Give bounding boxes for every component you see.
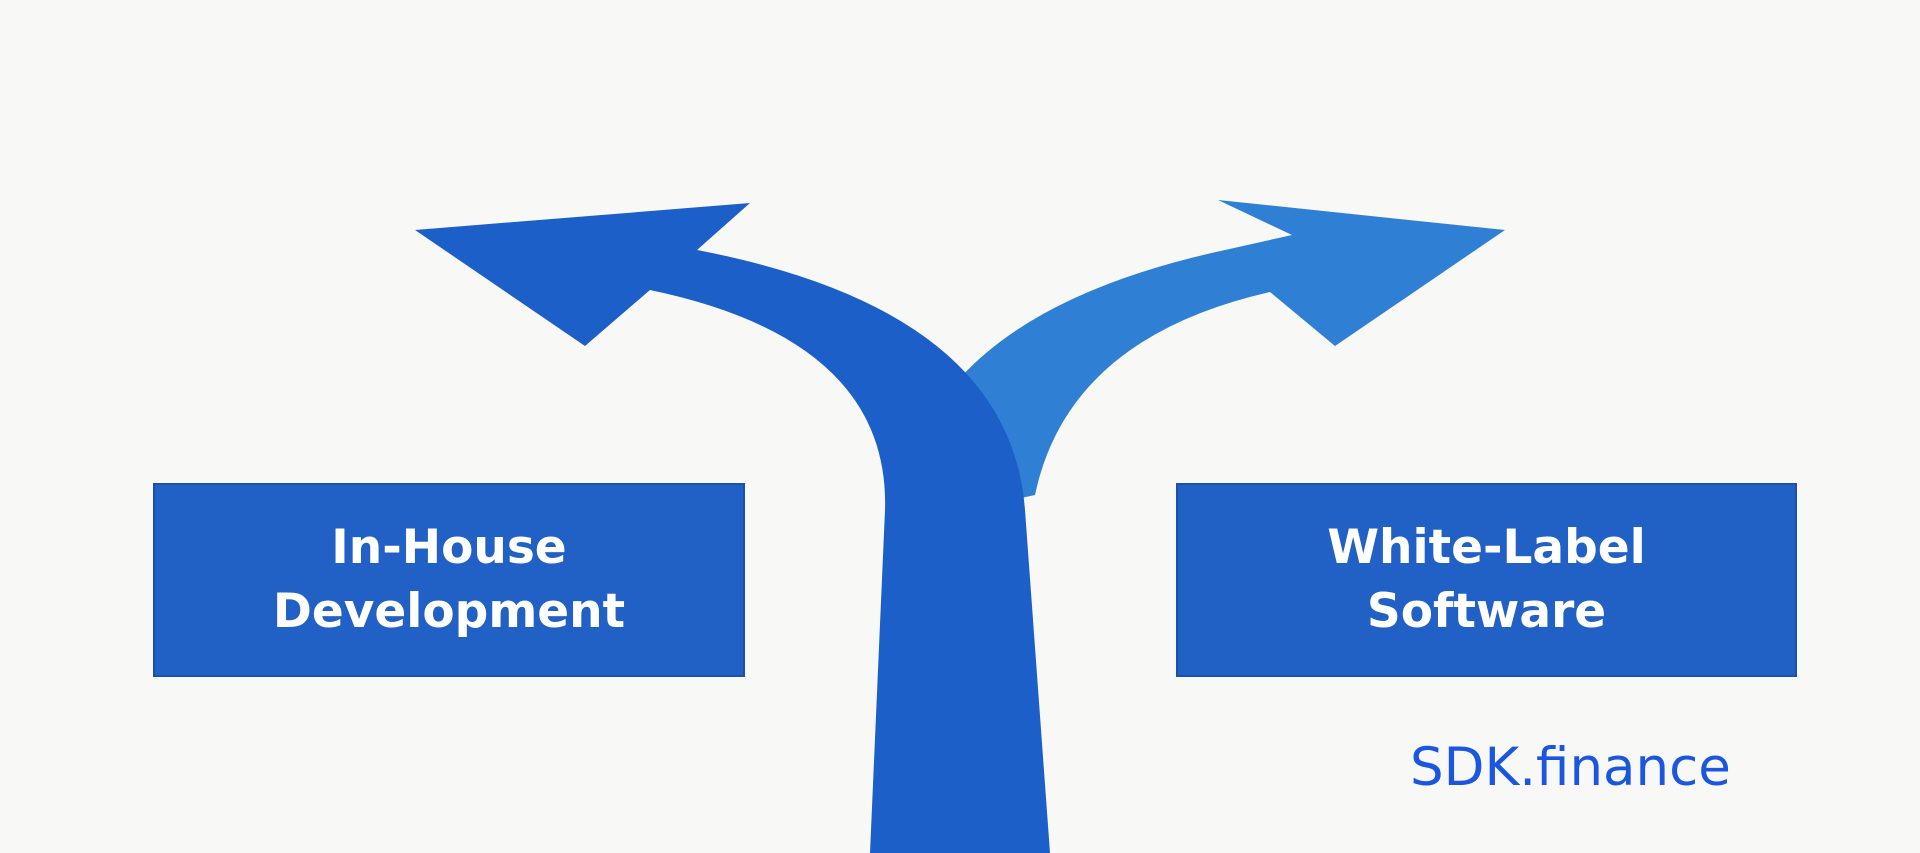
option-box-white-label-software: White-Label Software xyxy=(1176,483,1797,677)
brand-logo-text: SDK.finance xyxy=(1410,737,1731,798)
fork-right-arrow-icon xyxy=(960,200,1505,510)
option-label-line: Software xyxy=(1366,584,1607,639)
option-label-line: In-House xyxy=(331,520,567,575)
option-label-line: White-Label xyxy=(1327,520,1646,575)
option-box-in-house-development: In-House Development xyxy=(153,483,745,677)
option-label-line: Development xyxy=(272,584,626,639)
fork-left-arrow-icon xyxy=(415,203,1050,853)
